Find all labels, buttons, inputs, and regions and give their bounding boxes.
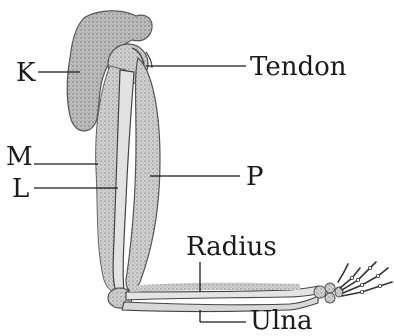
- label-l: L: [12, 176, 29, 202]
- label-ulna: Ulna: [250, 308, 312, 334]
- hand-fingers: [338, 262, 392, 296]
- label-k: K: [16, 60, 35, 86]
- label-radius: Radius: [186, 234, 277, 260]
- label-tendon: Tendon: [250, 54, 347, 80]
- label-m: M: [6, 144, 33, 170]
- finger-joints: [350, 266, 381, 293]
- label-p: P: [246, 164, 264, 190]
